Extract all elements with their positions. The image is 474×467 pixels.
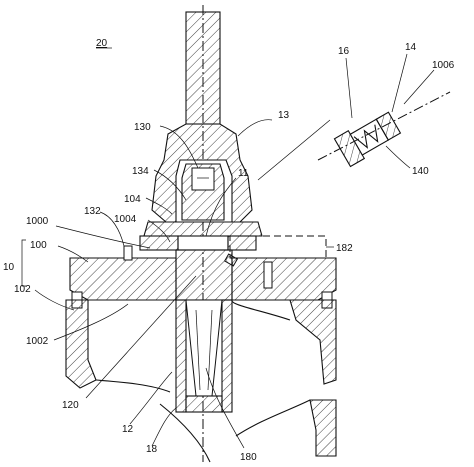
lower-tube-12 <box>175 249 233 413</box>
label-182: 182 <box>336 243 353 254</box>
label-120: 120 <box>62 400 79 411</box>
label-180: 180 <box>240 452 257 463</box>
dashed-box-182 <box>229 235 327 259</box>
label-1004: 1004 <box>114 214 137 225</box>
label-13: 13 <box>278 110 290 121</box>
label-100: 100 <box>30 240 47 251</box>
detail-inset <box>257 91 451 181</box>
figure-number: 20 <box>96 38 108 49</box>
label-140: 140 <box>412 166 429 177</box>
leader-lines <box>34 53 435 449</box>
label-1000: 1000 <box>26 216 49 227</box>
label-18: 18 <box>146 444 158 455</box>
label-1002: 1002 <box>26 336 49 347</box>
label-104: 104 <box>124 194 141 205</box>
outer-casing <box>65 299 337 463</box>
upper-housing-13 <box>151 123 253 223</box>
label-1006: 1006 <box>432 60 455 71</box>
label-14: 14 <box>405 42 417 53</box>
top-shaft <box>185 11 221 125</box>
label-130: 130 <box>134 122 151 133</box>
label-11: 11 <box>238 168 249 179</box>
label-134: 134 <box>132 166 149 177</box>
collar <box>139 221 263 251</box>
label-10: 10 <box>3 262 15 273</box>
label-132: 132 <box>84 206 101 217</box>
label-102: 102 <box>14 284 31 295</box>
label-16: 16 <box>338 46 350 57</box>
label-12: 12 <box>122 424 134 435</box>
